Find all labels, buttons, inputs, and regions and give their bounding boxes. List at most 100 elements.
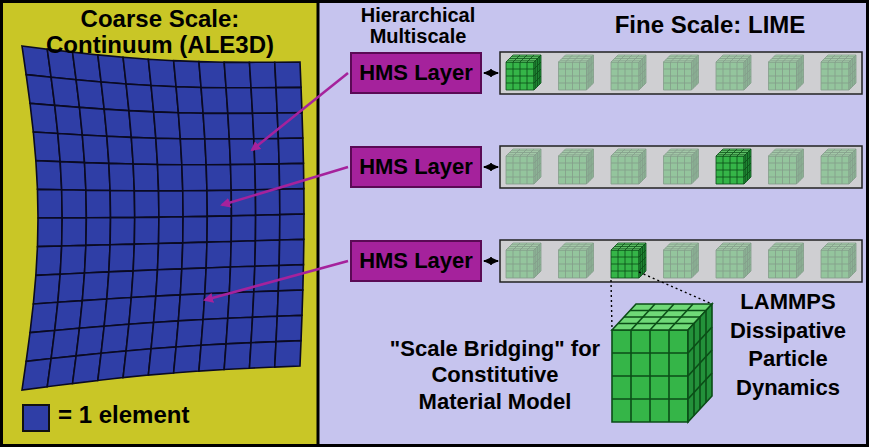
cube-grid bbox=[579, 156, 580, 184]
cube-grid bbox=[639, 69, 646, 76]
cube-grid bbox=[842, 156, 843, 184]
cube-grid bbox=[721, 56, 749, 57]
idle-cube bbox=[821, 55, 856, 90]
cube-face bbox=[534, 149, 541, 184]
cube-grid bbox=[573, 243, 580, 250]
mesh-element bbox=[156, 269, 182, 296]
idle-cube bbox=[559, 243, 594, 278]
cube-grid bbox=[611, 177, 639, 178]
cube-grid bbox=[790, 243, 797, 250]
idle-cube bbox=[506, 149, 541, 184]
cube-grid bbox=[639, 264, 646, 271]
cube-grid bbox=[520, 243, 527, 250]
mesh-element bbox=[26, 75, 55, 106]
cube-face bbox=[611, 250, 639, 278]
cube-grid bbox=[716, 264, 744, 265]
exchange-arrow bbox=[484, 166, 498, 168]
cube-grid bbox=[692, 163, 699, 170]
cube-grid bbox=[664, 76, 692, 77]
mesh-element bbox=[156, 138, 182, 165]
mesh-element bbox=[30, 103, 58, 133]
mapping-arrow bbox=[252, 73, 348, 150]
mesh-element bbox=[159, 217, 184, 244]
cube-face bbox=[692, 243, 699, 278]
cube-grid bbox=[612, 375, 688, 377]
mesh-element bbox=[51, 77, 79, 107]
cube-grid bbox=[821, 271, 849, 272]
cube-face bbox=[559, 62, 587, 90]
cube-grid bbox=[684, 156, 685, 184]
cube-grid bbox=[854, 57, 855, 85]
idle-cube bbox=[716, 243, 751, 278]
cube-grid bbox=[744, 257, 751, 264]
mesh-element bbox=[205, 139, 231, 165]
cube-grid bbox=[696, 245, 697, 273]
legend-text: = 1 element bbox=[58, 402, 189, 428]
cube-grid bbox=[591, 245, 592, 273]
mesh-element bbox=[47, 356, 76, 387]
cube-grid bbox=[539, 151, 540, 179]
cube-grid bbox=[716, 271, 744, 272]
mesh-element bbox=[129, 296, 156, 324]
cube-grid bbox=[769, 83, 797, 84]
zoom-line bbox=[639, 272, 712, 304]
mesh-element bbox=[276, 315, 302, 341]
mesh-element bbox=[85, 163, 111, 191]
mesh-element bbox=[199, 62, 226, 88]
idle-cube bbox=[664, 243, 699, 278]
fine-panel bbox=[318, 0, 869, 447]
mesh-element bbox=[174, 345, 201, 373]
cube-face bbox=[587, 243, 594, 278]
mesh-element bbox=[51, 328, 79, 358]
cube-grid bbox=[749, 151, 750, 179]
mesh-element bbox=[85, 245, 111, 273]
panel-heading: Coarse Scale: Continuum (ALE3D) bbox=[20, 6, 300, 59]
cube-grid bbox=[696, 57, 697, 85]
cube-grid bbox=[801, 245, 802, 273]
mesh-element bbox=[98, 55, 126, 84]
cube-grid bbox=[612, 398, 688, 400]
mesh-element bbox=[279, 239, 304, 265]
mesh-element bbox=[275, 341, 301, 367]
cube-grid bbox=[511, 150, 539, 151]
mesh-element bbox=[230, 164, 255, 190]
idle-cube bbox=[769, 55, 804, 90]
active-cube bbox=[506, 55, 541, 90]
exchange-arrow bbox=[484, 260, 498, 262]
mesh-element bbox=[37, 218, 62, 247]
cube-face bbox=[692, 149, 699, 184]
cube-grid bbox=[721, 150, 749, 151]
cube-grid bbox=[669, 150, 697, 151]
mesh-element bbox=[129, 111, 156, 139]
mesh-element bbox=[159, 191, 184, 217]
mesh-element bbox=[176, 87, 203, 114]
idle-cube bbox=[611, 149, 646, 184]
cube-grid bbox=[769, 76, 797, 77]
cube-grid bbox=[842, 149, 849, 156]
mesh-element bbox=[79, 107, 106, 136]
cube-grid bbox=[769, 177, 797, 178]
cube-face bbox=[821, 62, 849, 90]
mesh-element bbox=[280, 189, 304, 215]
cube-grid bbox=[534, 76, 541, 83]
mesh-element bbox=[151, 321, 178, 349]
method-note: LAMMPS Dissipative Particle Dynamics bbox=[712, 288, 864, 402]
cube-grid bbox=[849, 264, 856, 271]
cube-grid bbox=[559, 76, 587, 77]
mesh-element bbox=[199, 344, 226, 371]
mesh-element bbox=[182, 242, 207, 269]
cube-grid bbox=[678, 55, 685, 62]
cube-grid bbox=[737, 149, 744, 156]
mapping-arrow bbox=[222, 167, 348, 205]
cube-grid bbox=[639, 76, 646, 83]
mesh-element bbox=[133, 164, 158, 191]
cube-grid bbox=[774, 150, 802, 151]
mesh-element bbox=[134, 217, 159, 244]
link-arrows bbox=[205, 73, 498, 300]
cube-grid bbox=[587, 257, 594, 264]
cube-grid bbox=[539, 245, 540, 273]
cube-grid bbox=[611, 271, 639, 272]
cube-grid bbox=[506, 76, 534, 77]
mesh-element bbox=[251, 316, 277, 342]
mesh-element bbox=[109, 244, 134, 272]
